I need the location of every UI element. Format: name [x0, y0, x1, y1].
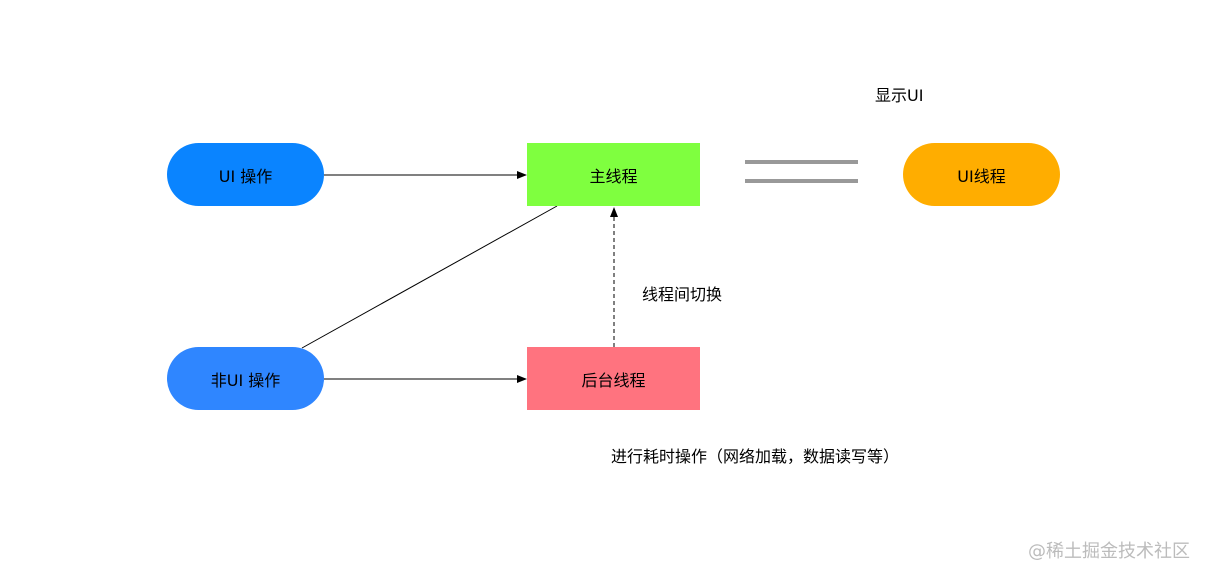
label-show-ui: 显示UI	[875, 86, 924, 105]
watermark: @稀土掘金技术社区	[1028, 541, 1190, 562]
node-ui-operation-label: UI 操作	[218, 166, 273, 186]
node-ui-thread-label: UI线程	[957, 166, 1006, 186]
label-background-note: 进行耗时操作（网络加载，数据读写等）	[611, 447, 900, 466]
node-non-ui-operation: 非UI 操作	[167, 347, 324, 410]
node-ui-thread: UI线程	[903, 143, 1060, 206]
node-non-ui-operation-label: 非UI 操作	[210, 370, 281, 390]
node-main-thread: 主线程	[527, 143, 700, 206]
node-main-thread-label: 主线程	[589, 166, 638, 186]
node-background-thread-label: 后台线程	[581, 370, 646, 390]
node-ui-operation: UI 操作	[167, 143, 324, 206]
node-background-thread: 后台线程	[527, 347, 700, 410]
label-thread-switch: 线程间切换	[642, 285, 723, 304]
edge-nonui-to-main	[301, 205, 558, 349]
